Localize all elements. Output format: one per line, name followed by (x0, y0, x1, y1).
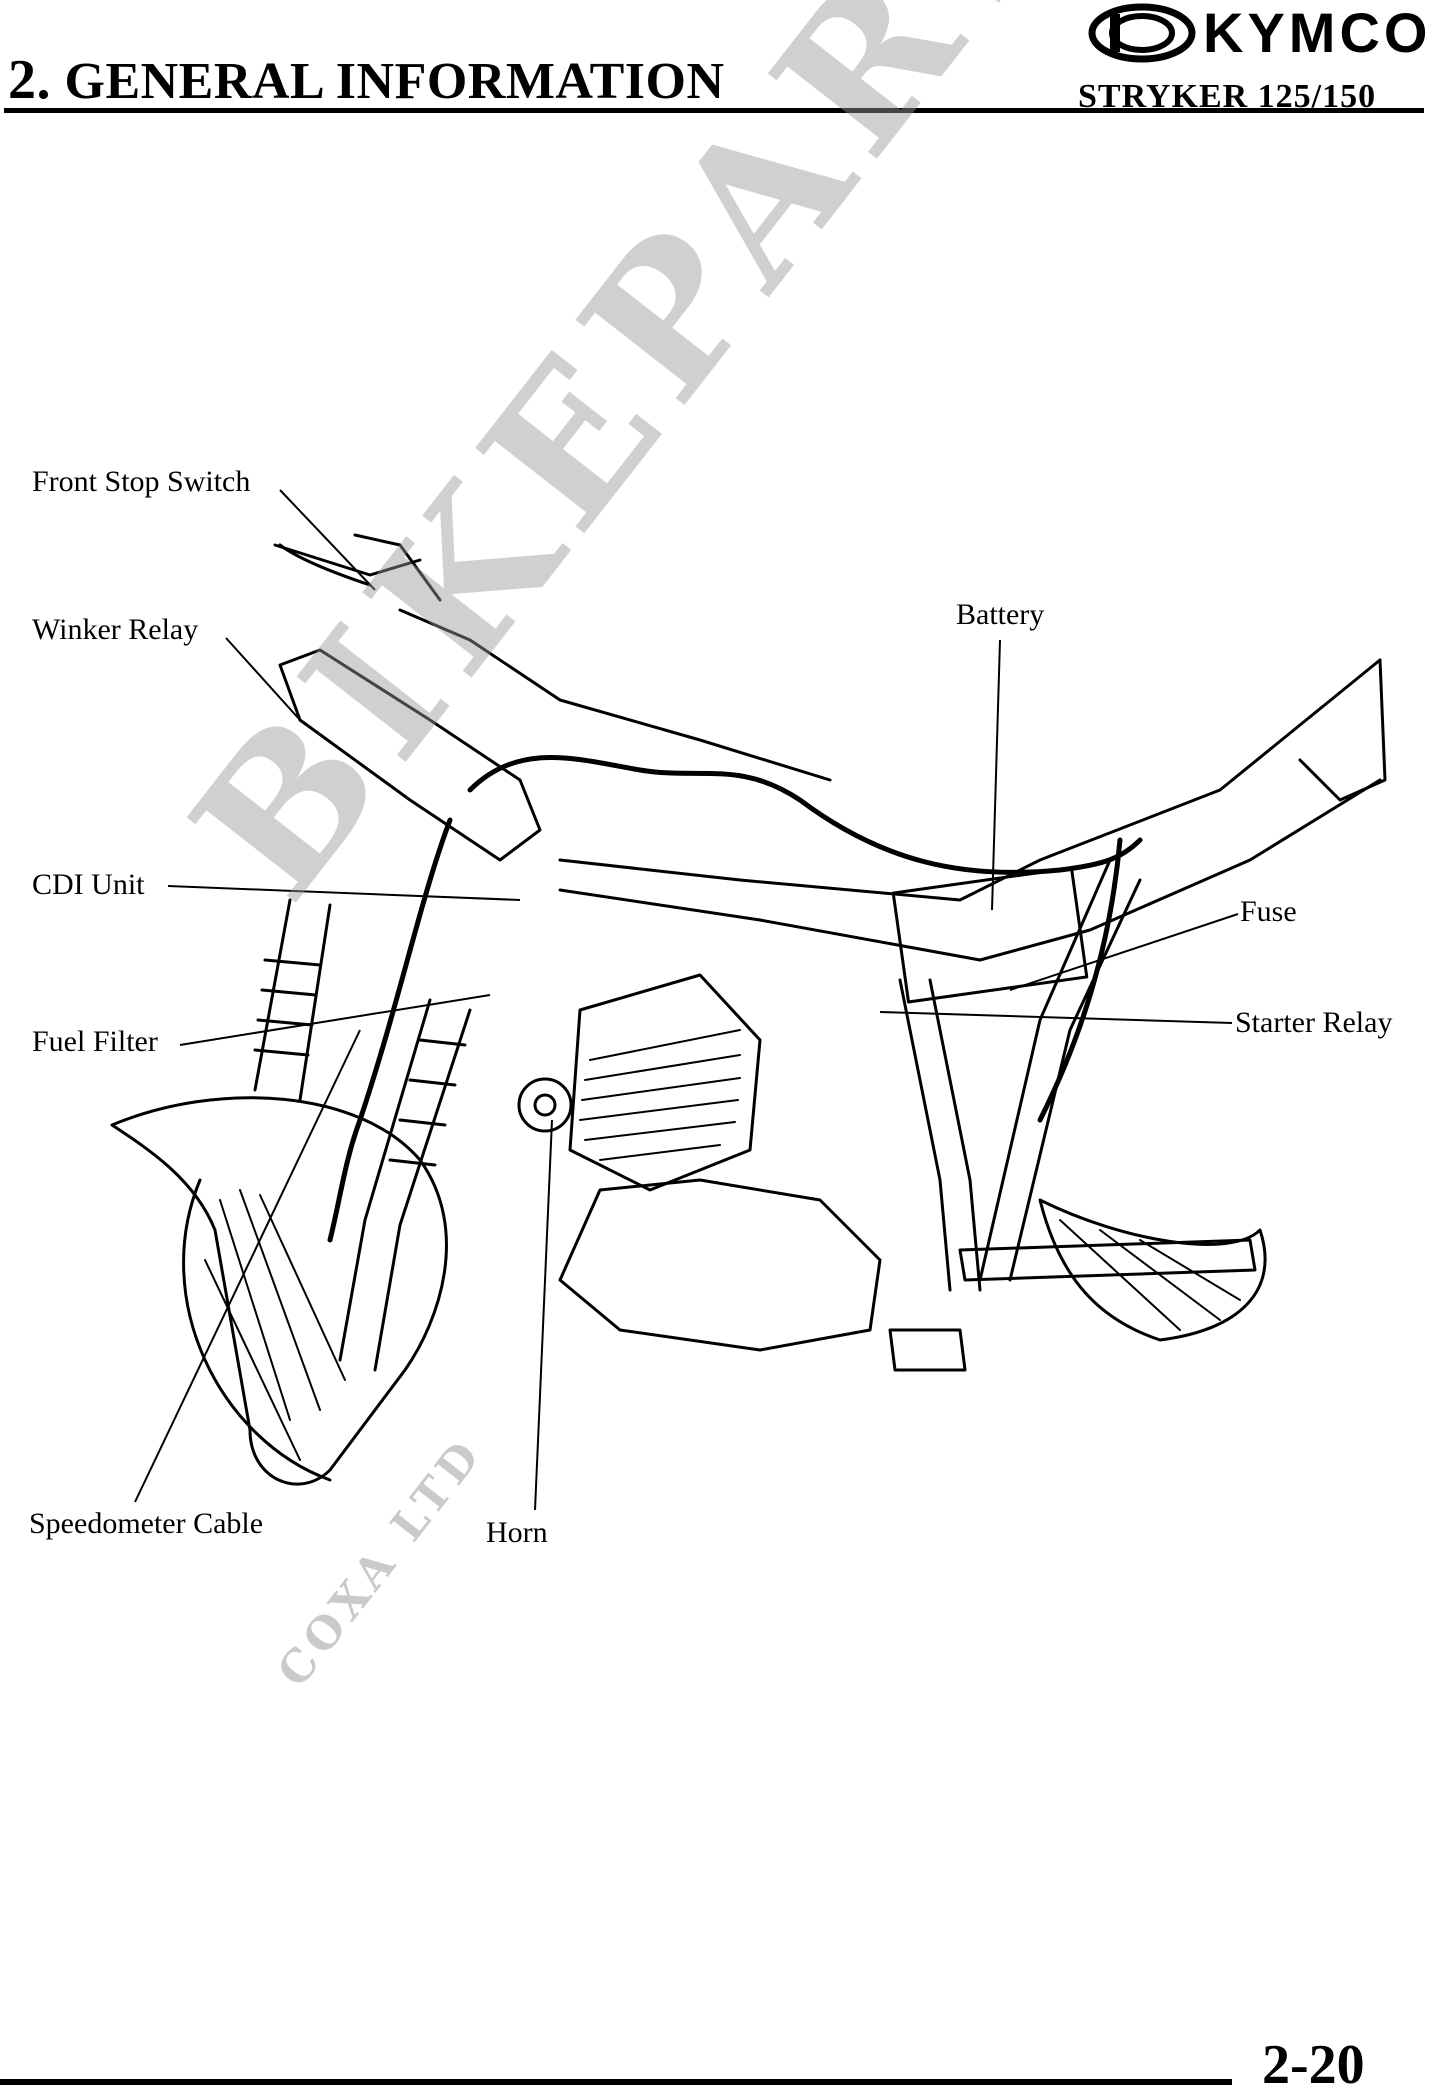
leader-front-stop-switch (279, 489, 376, 591)
speedometer-cable-line (327, 817, 453, 1243)
callout-speedometer-cable: Speedometer Cable (29, 1507, 264, 1540)
horn-center (533, 1093, 557, 1117)
swing-arm (958, 1238, 1257, 1282)
engine-cylinder (568, 973, 762, 1192)
leader-fuse (1009, 913, 1239, 991)
callout-fuse: Fuse (1240, 895, 1297, 928)
main-frame-lower (558, 778, 1382, 962)
down-tube (898, 978, 982, 1292)
callout-fuel-filter: Fuel Filter (32, 1025, 158, 1058)
cylinder-fins (579, 1029, 741, 1161)
wiring-harness (467, 755, 1143, 875)
callout-winker-relay: Winker Relay (32, 613, 199, 646)
brand-name: KYMCO (1203, 1, 1432, 64)
handlebar (273, 533, 442, 602)
front-fender (110, 1096, 448, 1486)
rear-frame-end (1298, 658, 1387, 802)
section-title-text: GENERAL INFORMATION (64, 53, 725, 110)
leader-cdi-unit (167, 885, 521, 901)
footer-rule (0, 2079, 1232, 2085)
front-brake-lever (278, 543, 372, 587)
leader-fuel-filter (179, 994, 491, 1046)
horn (517, 1077, 573, 1133)
callout-cdi-unit: CDI Unit (32, 868, 145, 901)
logo-emblem-bar (1110, 14, 1120, 52)
logo-emblem-outer (1088, 3, 1196, 63)
header-rule (4, 108, 1424, 113)
rear-harness (1037, 837, 1123, 1123)
leader-battery (991, 639, 1001, 911)
leader-winker-relay (225, 637, 301, 721)
front-wheel-spokes (204, 1189, 346, 1461)
crankcase (558, 1178, 882, 1352)
callout-starter-relay: Starter Relay (1235, 1006, 1393, 1039)
callout-battery: Battery (956, 598, 1045, 631)
front-frame (398, 608, 832, 782)
battery-box (891, 866, 1089, 1004)
leader-speedometer-cable (134, 1029, 361, 1503)
section-number: 2. (8, 49, 51, 111)
leader-starter-relay (879, 1011, 1233, 1024)
main-frame-upper (558, 658, 1382, 902)
right-fork-boot (363, 998, 472, 1227)
right-fork-tube (338, 1218, 402, 1372)
kymco-logo (1088, 3, 1196, 63)
callout-horn: Horn (486, 1516, 548, 1549)
front-wheel-rim (182, 1178, 332, 1482)
left-fork-boot (253, 898, 332, 1102)
rear-wheel (1038, 1198, 1267, 1342)
section-title: 2. GENERAL INFORMATION (8, 48, 725, 112)
headstock-bracket (278, 648, 542, 862)
footrest (888, 1328, 967, 1372)
rear-subframe (978, 858, 1142, 1282)
callout-front-stop-switch: Front Stop Switch (32, 465, 251, 498)
leader-horn (534, 1119, 553, 1511)
page-number: 2-20 (1262, 2034, 1365, 2096)
